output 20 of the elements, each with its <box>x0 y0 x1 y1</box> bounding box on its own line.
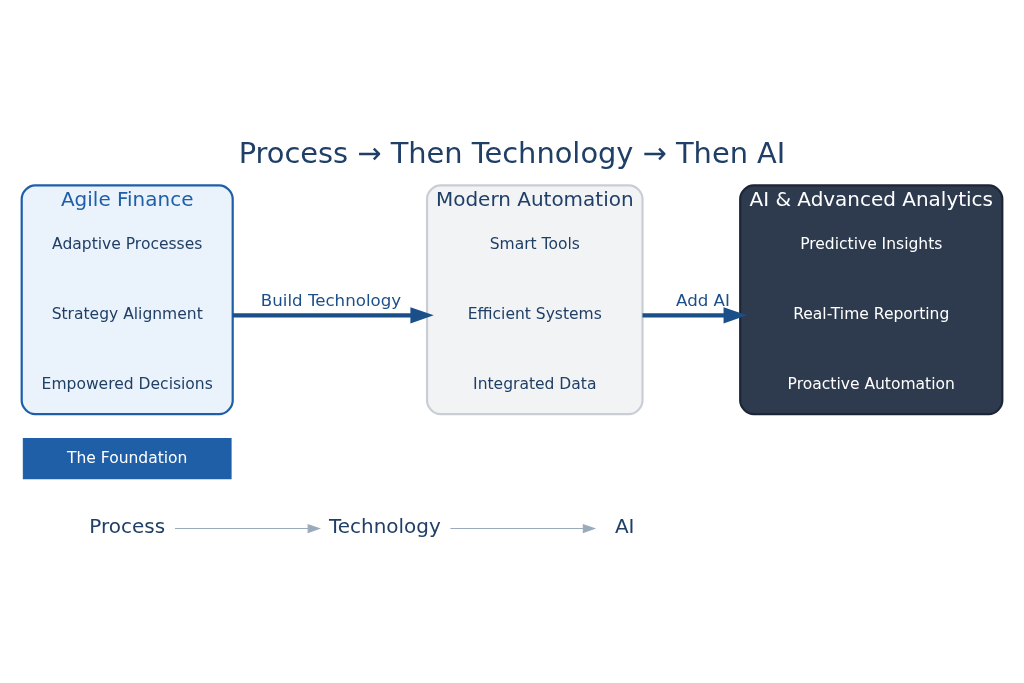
arrow <box>449 523 597 533</box>
node-text: Real-Time Reporting <box>793 304 950 323</box>
node-text: Efficient Systems <box>467 304 602 323</box>
node-text: Proactive Automation <box>787 374 955 393</box>
node-text: AI <box>614 513 635 538</box>
node-text: Empowered Decisions <box>41 374 213 393</box>
node-text: Adaptive Processes <box>52 234 203 253</box>
node-box: The Foundation <box>22 437 232 479</box>
edge-label: Build Technology <box>260 290 402 310</box>
arrow <box>232 306 434 324</box>
edge-label: Add AI <box>676 290 730 310</box>
diagram-title: Process → Then Technology → Then AI <box>238 135 786 170</box>
node-text: Technology <box>328 513 441 538</box>
node-text: Smart Tools <box>489 234 580 253</box>
node-text: Integrated Data <box>473 374 597 393</box>
node-text: Process <box>89 513 166 538</box>
node-text: Strategy Alignment <box>51 304 203 323</box>
arrow <box>642 306 747 324</box>
arrow <box>174 523 321 533</box>
node-text: Predictive Insights <box>800 234 943 253</box>
